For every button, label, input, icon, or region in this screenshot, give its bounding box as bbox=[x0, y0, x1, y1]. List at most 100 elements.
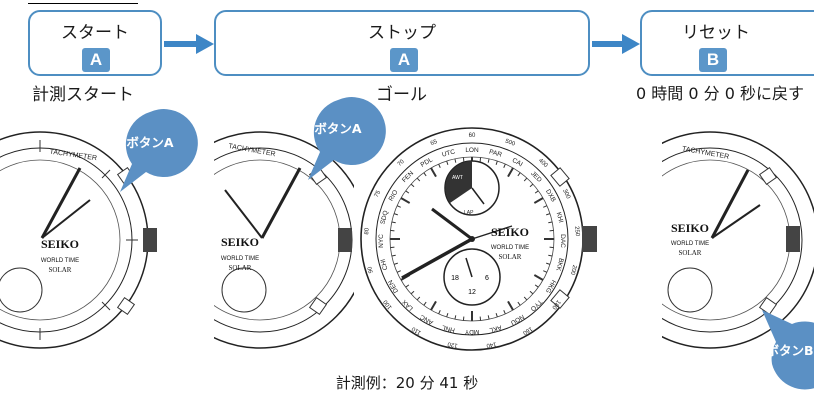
watch-main-line2: SOLAR bbox=[499, 253, 522, 261]
watch-dial-tick bbox=[393, 262, 398, 265]
watch-city-label: MDY bbox=[464, 328, 479, 335]
watch-dial-tick bbox=[534, 284, 539, 288]
watch-dial-tick bbox=[405, 284, 410, 288]
watch-tachymeter-number: 200 bbox=[569, 264, 578, 276]
watch-subdial-6: 6 bbox=[485, 275, 489, 282]
watch-reset: SEIKO WORLD TIME SOLAR TACHYMETER bbox=[662, 131, 814, 349]
watch-tachymeter-number: 90 bbox=[367, 265, 375, 274]
watch-subdial-12: 12 bbox=[468, 289, 476, 296]
watch-tachymeter-number: 75 bbox=[374, 189, 383, 198]
watch-dial-tick bbox=[438, 310, 441, 315]
watch-tachymeter-number: 180 bbox=[550, 298, 561, 310]
watch-city-label: CAI bbox=[511, 157, 524, 169]
watch-dial-tick bbox=[533, 274, 544, 281]
watch-stop-line1: WORLD TIME bbox=[221, 256, 259, 262]
watch-dial-tick bbox=[446, 313, 449, 318]
watch-dial-tick bbox=[543, 205, 548, 208]
watch-dial-tick bbox=[495, 160, 498, 165]
watch-tachymeter-number: 120 bbox=[447, 340, 459, 348]
watch-subdial-18: 18 bbox=[451, 275, 459, 282]
watch-dial-tick bbox=[546, 213, 551, 216]
watch-dial-tick bbox=[495, 313, 498, 318]
watch-tachymeter-number: 110 bbox=[411, 325, 423, 335]
watch-tachymeter-number: 160 bbox=[521, 325, 533, 336]
watch-dial-tick bbox=[548, 254, 553, 257]
watch-reset-brand: SEIKO bbox=[671, 221, 709, 235]
watch-tachymeter-number: 500 bbox=[504, 138, 516, 147]
top-rule bbox=[28, 3, 138, 4]
watch-tachymeter-number: 250 bbox=[573, 226, 580, 237]
watch-stop-line2: SOLAR bbox=[229, 264, 252, 272]
watch-start-brand: SEIKO bbox=[41, 237, 79, 251]
key-a-badge: A bbox=[82, 48, 110, 72]
watch-stop-brand: SEIKO bbox=[221, 235, 259, 249]
watch-reset-line2: SOLAR bbox=[679, 249, 702, 257]
watch-dial-tick bbox=[454, 158, 457, 163]
watch-reset-line1: WORLD TIME bbox=[671, 241, 709, 247]
watch-city-label: SDQ bbox=[379, 210, 389, 225]
watch-dial-tick bbox=[430, 167, 437, 178]
watch-dial-tick bbox=[546, 262, 551, 265]
watch-dial-tick bbox=[487, 158, 490, 163]
watch-dial-tick bbox=[400, 197, 411, 204]
watch-dial-tick bbox=[503, 310, 506, 315]
watch-city-label: RIO bbox=[388, 189, 400, 203]
watch-tachymeter-number: 65 bbox=[430, 139, 439, 147]
watch-tachymeter-number: 60 bbox=[469, 133, 476, 139]
watch-dial-tick bbox=[423, 172, 427, 177]
watch-tachymeter-number: 100 bbox=[382, 298, 393, 310]
arrow-right-icon bbox=[164, 34, 214, 54]
watch-dial-tick bbox=[517, 172, 521, 177]
watch-tachymeter-number: 70 bbox=[397, 158, 406, 167]
watch-city-label: CHI bbox=[380, 258, 390, 271]
step-stop-box: ストップ A bbox=[214, 10, 590, 76]
watch-dial-tick bbox=[393, 213, 398, 216]
watch-city-label: DAC bbox=[559, 234, 566, 248]
watch-city-label: BKK bbox=[554, 257, 564, 272]
arrow-right-icon bbox=[592, 34, 640, 54]
step-stop-title: ストップ bbox=[368, 23, 436, 43]
step-reset-title: リセット bbox=[682, 23, 750, 43]
key-b-badge: B bbox=[699, 48, 727, 72]
button-b-bubble-text: ボタンB bbox=[766, 343, 813, 358]
button-a-bubble-text: ボタンA bbox=[126, 135, 174, 150]
watch-start: SEIKO WORLD TIME SOLAR TACHYMETER bbox=[0, 131, 157, 349]
watch-dial-tick bbox=[410, 183, 415, 188]
watch-dial-tick bbox=[517, 301, 521, 306]
watch-city-label: AKL bbox=[488, 323, 502, 333]
watch-dial-tick bbox=[396, 270, 401, 273]
watch-dial-tick bbox=[487, 315, 490, 320]
step-reset-box: リセット B bbox=[640, 10, 814, 76]
watch-tachymeter-number: 400 bbox=[537, 158, 549, 170]
watch-dial-tick bbox=[410, 290, 415, 295]
button-a-bubble: ボタンA bbox=[308, 97, 386, 180]
watch-dial-tick bbox=[507, 300, 514, 311]
step-stop-caption: ゴール bbox=[376, 85, 427, 105]
watch-dial-tick bbox=[416, 177, 421, 182]
watch-dial-tick bbox=[543, 270, 548, 273]
button-a-bubble: ボタンA bbox=[120, 109, 198, 192]
watch-dial-tick bbox=[529, 183, 534, 188]
button-a-bubble-text: ボタンA bbox=[314, 121, 362, 136]
watch-city-label: LON bbox=[465, 147, 479, 154]
watch-dial-tick bbox=[430, 300, 437, 311]
watch-city-label: NYC bbox=[378, 234, 385, 248]
watch-stop-full: AWT LAP 12 6 18 SEIKO WORLD TIME SOLAR L… bbox=[360, 127, 597, 351]
watch-dial-tick bbox=[446, 160, 449, 165]
watch-city-label: KHI bbox=[555, 211, 565, 223]
watch-tachymeter-number: 80 bbox=[364, 227, 371, 235]
step-start-title: スタート bbox=[61, 23, 129, 43]
watch-dial-tick bbox=[507, 167, 514, 178]
watch-dial-tick bbox=[391, 254, 396, 257]
watch-dial-tick bbox=[534, 190, 539, 194]
watch-main-brand: SEIKO bbox=[491, 225, 529, 239]
watch-dial-tick bbox=[405, 190, 410, 194]
step-start-box: スタート A bbox=[28, 10, 162, 76]
watch-tachymeter-number: 140 bbox=[485, 340, 497, 348]
step-reset-caption: 0 時間 0 分 0 秒に戻す bbox=[636, 84, 804, 103]
watch-stop-partial: SEIKO WORLD TIME SOLAR TACHYMETER bbox=[214, 131, 354, 349]
key-a-badge: A bbox=[390, 48, 418, 72]
measurement-example: 計測例：20 分 41 秒 bbox=[335, 374, 479, 392]
watch-dial-tick bbox=[533, 197, 544, 204]
